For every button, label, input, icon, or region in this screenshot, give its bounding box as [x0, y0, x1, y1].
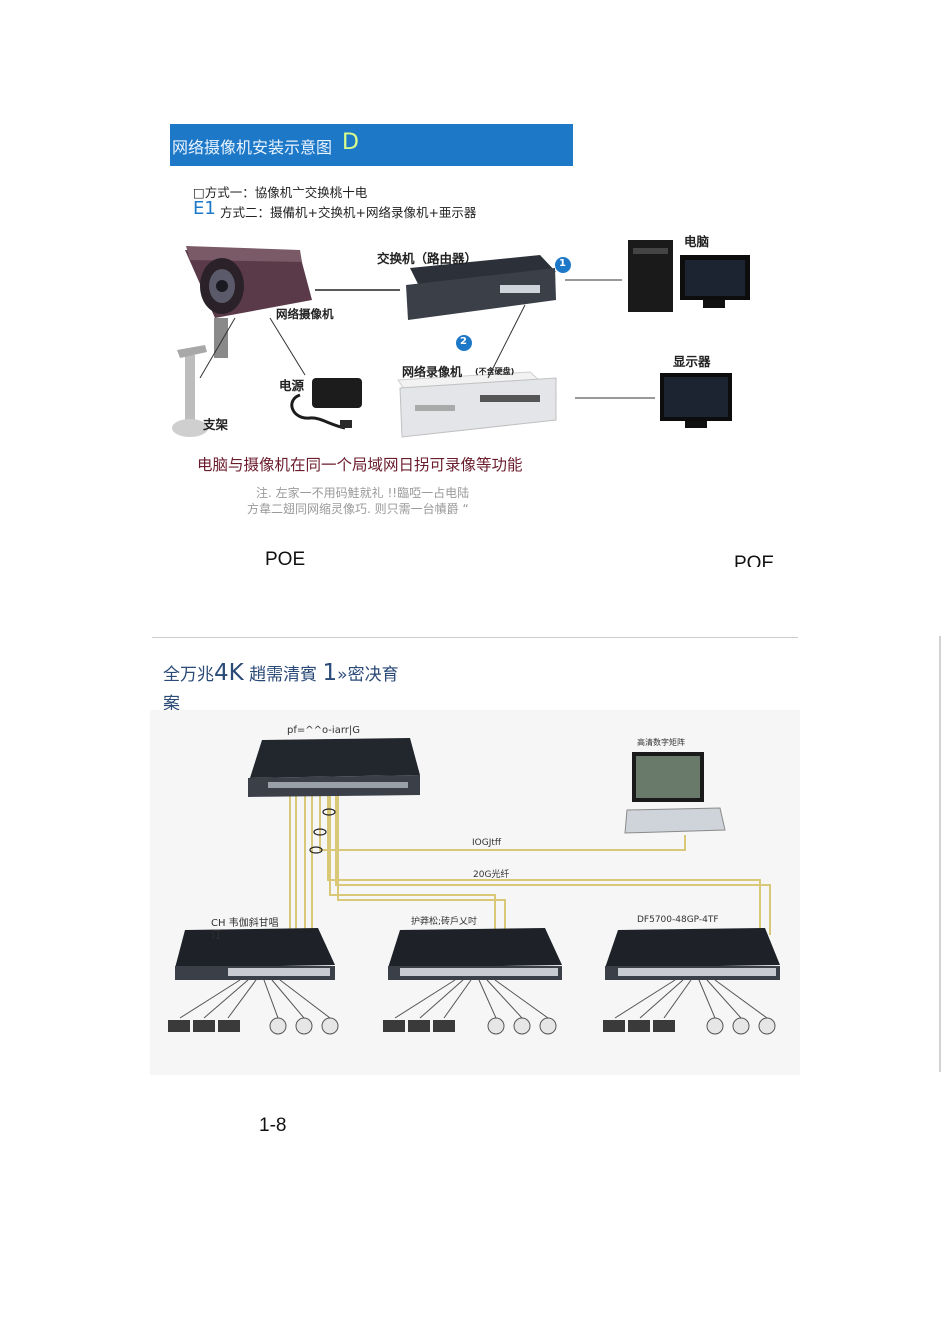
- poe-label-left: POE: [265, 549, 306, 570]
- note-line-1: 注. 左家一不用码鮭就礼 !!臨啞一占电陆: [256, 486, 470, 500]
- option-two-text: 方式二：摄備机+交换机+网络录像机+亜示器: [220, 205, 477, 220]
- page-number: 1-8: [259, 1115, 287, 1136]
- solution-title: 全万兆4K 趙需清賓 1»密决育: [163, 660, 399, 686]
- camera-group-right: [603, 1017, 776, 1035]
- nvr-label: 网络录像机: [402, 365, 463, 379]
- diagram-caption: 电脑与摄像机在同一个局域网日拐可录像等功能: [197, 456, 523, 474]
- solution-title-num: 1: [322, 660, 338, 686]
- switch-image: [406, 255, 556, 320]
- access-switch-left-image: [175, 928, 335, 980]
- fiber-links: [289, 795, 771, 935]
- installation-diagram: [172, 240, 750, 438]
- link-10g-label: IOGJtff: [472, 838, 502, 848]
- solution-title-4k: 4K: [214, 660, 244, 686]
- diagram-title: 网络摄像机安装示意图: [172, 138, 333, 157]
- step-2-number: 2: [460, 336, 467, 347]
- topology-diagram: [168, 738, 780, 1035]
- network-camera-image: [185, 246, 312, 358]
- monitor-image: [660, 373, 732, 428]
- link-20g-label: 20G光纤: [473, 870, 510, 880]
- solution-title-part3: »密决育: [337, 665, 399, 685]
- access-switch-right-label: DF5700-48GP-4TF: [637, 915, 719, 925]
- nvr-image: [397, 371, 558, 438]
- nvr-note: (不含硬盘): [475, 367, 515, 376]
- step-1-number: 1: [559, 258, 566, 269]
- core-switch-label: pf=^^o-iarr|G: [287, 725, 360, 736]
- camera-group-left: [168, 1017, 339, 1035]
- access-switch-mid-image: [388, 928, 562, 980]
- solution-title-part2: 趙需清賓: [249, 665, 318, 685]
- solution-title-line2: 案: [163, 694, 180, 714]
- access-switch-right-image: [605, 928, 780, 980]
- solution-title-part1: 全万兆: [163, 665, 214, 685]
- bracket-label: 支架: [203, 417, 229, 432]
- step-2-badge: [456, 335, 472, 351]
- poe-label-right: POE: [734, 553, 775, 567]
- switch-label: 交换机（路由器）: [377, 251, 478, 266]
- option-two-tag: E1: [193, 198, 216, 219]
- section-divider: [152, 637, 798, 638]
- matrix-label: 高清数字矩阵: [637, 738, 685, 747]
- camera-group-mid: [383, 1017, 557, 1035]
- power-adapter-image: [290, 378, 362, 430]
- page-edge-rule: [939, 636, 941, 1072]
- diagram-title-letter: D: [342, 130, 359, 155]
- note-line-2: 方韋二翅同网缩灵像巧. 则只需一台幘爵 “: [247, 502, 469, 516]
- camera-drop-lines: [179, 979, 768, 1019]
- diagram-title-banner: [170, 124, 573, 166]
- computer-image: [628, 240, 750, 312]
- power-label: 电源: [279, 378, 305, 393]
- step-1-badge: [555, 257, 571, 273]
- camera-label: 网络摄像机: [276, 307, 334, 321]
- computer-label: 电脑: [684, 234, 710, 249]
- video-matrix-image: [624, 752, 726, 834]
- access-switch-left-label: CH 韦伽斜甘唱: [211, 918, 279, 929]
- core-switch-image: [248, 738, 420, 797]
- bracket-image: [172, 345, 208, 437]
- option-one-text: □方式一：協像机亠交换桃十电: [193, 185, 368, 200]
- monitor-label: 显示器: [673, 354, 711, 369]
- access-switch-left-label-2: 汀: [211, 930, 221, 941]
- access-switch-mid-label: 护莽松;砖戶乂吋: [411, 917, 478, 927]
